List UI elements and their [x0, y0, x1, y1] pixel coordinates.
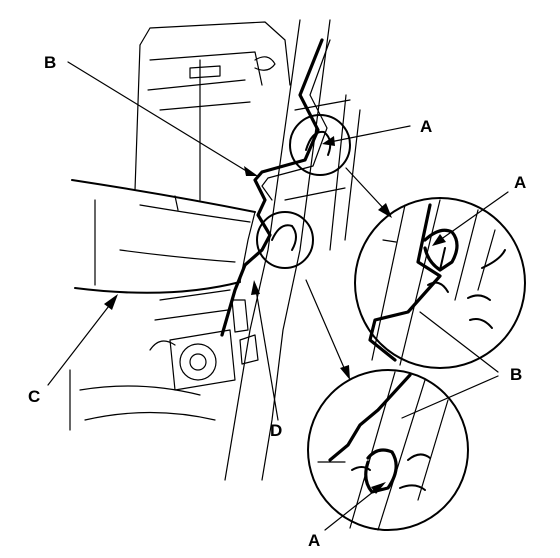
label-a-inset-top: A	[514, 173, 526, 192]
detail-circle-upper	[289, 114, 351, 176]
detail-circle-lower	[256, 211, 314, 269]
label-c: C	[28, 387, 40, 406]
wire-retainer	[220, 38, 331, 337]
inset-detail-lower	[307, 369, 469, 531]
label-b-top: B	[44, 53, 56, 72]
bumper-fascia	[71, 179, 256, 294]
label-a-top: A	[420, 117, 432, 136]
label-a-bottom: A	[308, 531, 320, 550]
inset-detail-upper	[354, 197, 526, 369]
label-b-right: B	[510, 365, 522, 384]
body-panel	[69, 21, 291, 431]
label-d: D	[270, 421, 282, 440]
callout-labels: B A A B C D A	[28, 53, 526, 550]
leader-lines	[47, 61, 509, 531]
